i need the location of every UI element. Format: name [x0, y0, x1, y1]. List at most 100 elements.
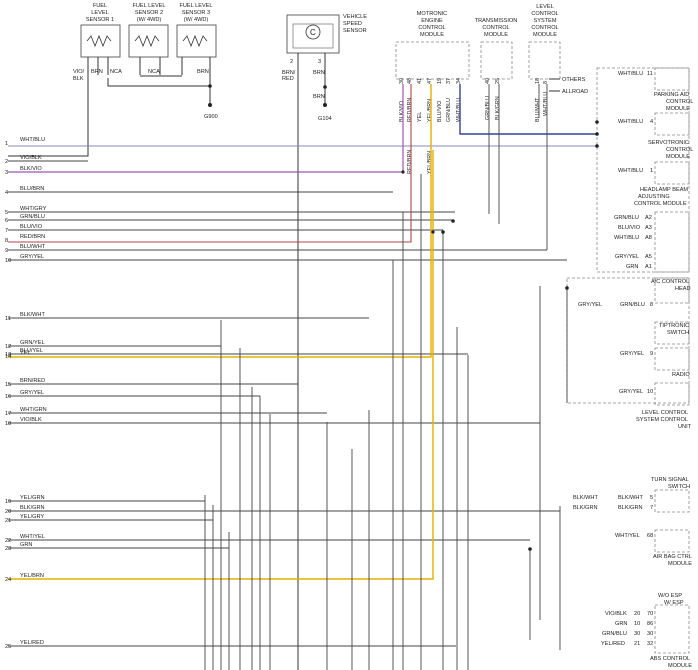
svg-text:BRN: BRN: [197, 69, 209, 75]
row-wire-label: BLK/VIO: [20, 166, 42, 172]
row-number: 18: [5, 421, 11, 427]
svg-text:PARKING AID: PARKING AID: [654, 92, 689, 98]
svg-text:3: 3: [318, 59, 321, 65]
svg-text:CONTROL: CONTROL: [418, 25, 445, 31]
svg-text:UNIT: UNIT: [678, 424, 692, 430]
row-number: 9: [5, 248, 8, 254]
row-wire-label: BLU/VIO: [20, 224, 43, 230]
svg-text:A2: A2: [645, 215, 652, 221]
svg-text:AIR BAG CTRL: AIR BAG CTRL: [653, 554, 692, 560]
row-wire-label: BRN/RED: [20, 378, 45, 384]
svg-text:A8: A8: [645, 235, 652, 241]
svg-text:NCA: NCA: [110, 69, 122, 75]
svg-text:MODULE: MODULE: [484, 32, 508, 38]
headlamp-conn-box: [654, 211, 690, 273]
ac-group-box: [566, 277, 690, 404]
row-wire-label: GRN/YEL: [20, 340, 45, 346]
svg-text:CONTROL: CONTROL: [482, 25, 509, 31]
fuel-sensor3-title-l2: SENSOR 3: [182, 10, 210, 16]
row-wire-label: VIO/BLK: [20, 155, 42, 161]
svg-text:BLK/WHT: BLK/WHT: [573, 495, 598, 501]
svg-text:GRY/YEL: GRY/YEL: [619, 389, 643, 395]
row-wire-label: BLU/WHT: [20, 244, 46, 250]
row-number: 12: [5, 344, 11, 350]
row-number: 22: [5, 538, 11, 544]
svg-text:CONTROL: CONTROL: [531, 11, 558, 17]
svg-text:WHT/BLU: WHT/BLU: [456, 98, 462, 122]
row-wire-label: BLU/YEL: [20, 348, 43, 354]
svg-text:30: 30: [399, 78, 405, 84]
svg-text:BRN: BRN: [313, 94, 325, 100]
ground-g900-dot: [208, 103, 212, 107]
svg-text:C: C: [310, 28, 316, 37]
svg-text:SYSTEM: SYSTEM: [533, 18, 556, 24]
svg-text:BLU/VIO: BLU/VIO: [437, 101, 443, 122]
svg-text:41: 41: [417, 78, 423, 84]
svg-text:BLK/GRN: BLK/GRN: [573, 505, 598, 511]
svg-text:MODULE: MODULE: [668, 663, 692, 669]
svg-text:ABS CONTROL: ABS CONTROL: [650, 656, 690, 662]
wire-wht-blu-servo: [459, 84, 597, 135]
svg-text:VIO/BLK: VIO/BLK: [605, 611, 627, 617]
svg-text:BLU/VIO: BLU/VIO: [618, 225, 641, 231]
fuel-sensor1-title-l2: LEVEL: [91, 10, 108, 16]
svg-text:ADJUSTING: ADJUSTING: [638, 194, 670, 200]
svg-text:86: 86: [647, 621, 653, 627]
fuel-sensor3-title-l3: (W/ 4WD): [184, 17, 209, 23]
svg-text:W/O ESP: W/O ESP: [658, 593, 682, 599]
svg-text:2: 2: [290, 59, 293, 65]
row-wire-label: GRN/BLU: [20, 214, 45, 220]
svg-text:8: 8: [543, 81, 549, 84]
svg-text:10: 10: [647, 389, 653, 395]
fuel-sensor2-box: [128, 24, 169, 58]
fuel-sensor3-box: [176, 24, 217, 58]
svg-text:A/C CONTROL: A/C CONTROL: [651, 279, 689, 285]
svg-text:GRY/YEL: GRY/YEL: [578, 302, 602, 308]
svg-text:BLK/WHT: BLK/WHT: [618, 495, 643, 501]
fuel-sensor3-title-l1: FUEL LEVEL: [179, 3, 212, 9]
row-wire-label: YEL/GRN: [20, 495, 45, 501]
row-number: 6: [5, 218, 8, 224]
svg-text:YEL: YEL: [417, 112, 423, 122]
pin-labels: 30 48 41 47 19 37 34 40 25 18 8: [399, 78, 549, 84]
svg-text:SPEED: SPEED: [343, 21, 362, 27]
svg-text:WHT/BLU: WHT/BLU: [543, 92, 549, 116]
left-wire-group: [8, 160, 567, 647]
wire-vio-blk-sensor: [8, 57, 89, 157]
row-wire-label: YEL/BRN: [20, 573, 44, 579]
svg-text:RADIO: RADIO: [672, 372, 690, 378]
row-wire-label: GRY/YEL: [20, 254, 44, 260]
svg-text:LEVEL: LEVEL: [536, 4, 553, 10]
svg-text:BLK/GRN: BLK/GRN: [495, 96, 501, 120]
tiptronic-box: [654, 321, 690, 345]
svg-text:GRN/BLU: GRN/BLU: [485, 96, 491, 120]
row-wire-label: WHT/BLU: [20, 137, 45, 143]
row-wire-label: YEL/RED: [20, 640, 44, 646]
svg-text:32: 32: [647, 641, 653, 647]
svg-text:WHT/BLU: WHT/BLU: [614, 235, 639, 241]
svg-text:SYSTEM CONTROL: SYSTEM CONTROL: [636, 417, 688, 423]
row-number: 4: [5, 190, 8, 196]
svg-text:CONTROL: CONTROL: [531, 25, 558, 31]
row-number: 19: [5, 499, 11, 505]
fuel-sensor2-resistor-icon: [134, 34, 160, 48]
row-wire-label: GRY/YEL: [20, 390, 44, 396]
row-wire-label: BLK/WHT: [20, 312, 45, 318]
label-vio: VIO/: [73, 69, 85, 75]
svg-text:7: 7: [650, 505, 653, 511]
row-wire-label: RED/BRN: [20, 234, 45, 240]
svg-text:NCA: NCA: [148, 69, 160, 75]
ac-box: [654, 277, 690, 304]
svg-text:4: 4: [650, 119, 653, 125]
row-number: 13: [5, 352, 11, 358]
svg-text:9: 9: [650, 351, 653, 357]
row-number: 1: [5, 141, 8, 147]
svg-text:GRY/YEL: GRY/YEL: [615, 254, 639, 260]
wire-yel-14: [8, 84, 432, 358]
row-number: 21: [5, 518, 11, 524]
svg-text:G104: G104: [318, 116, 332, 122]
row-number: 25: [5, 644, 11, 650]
ground-g900-label: G900: [204, 114, 218, 120]
row-wire-label: YEL: [20, 350, 31, 356]
svg-text:34: 34: [456, 78, 462, 84]
